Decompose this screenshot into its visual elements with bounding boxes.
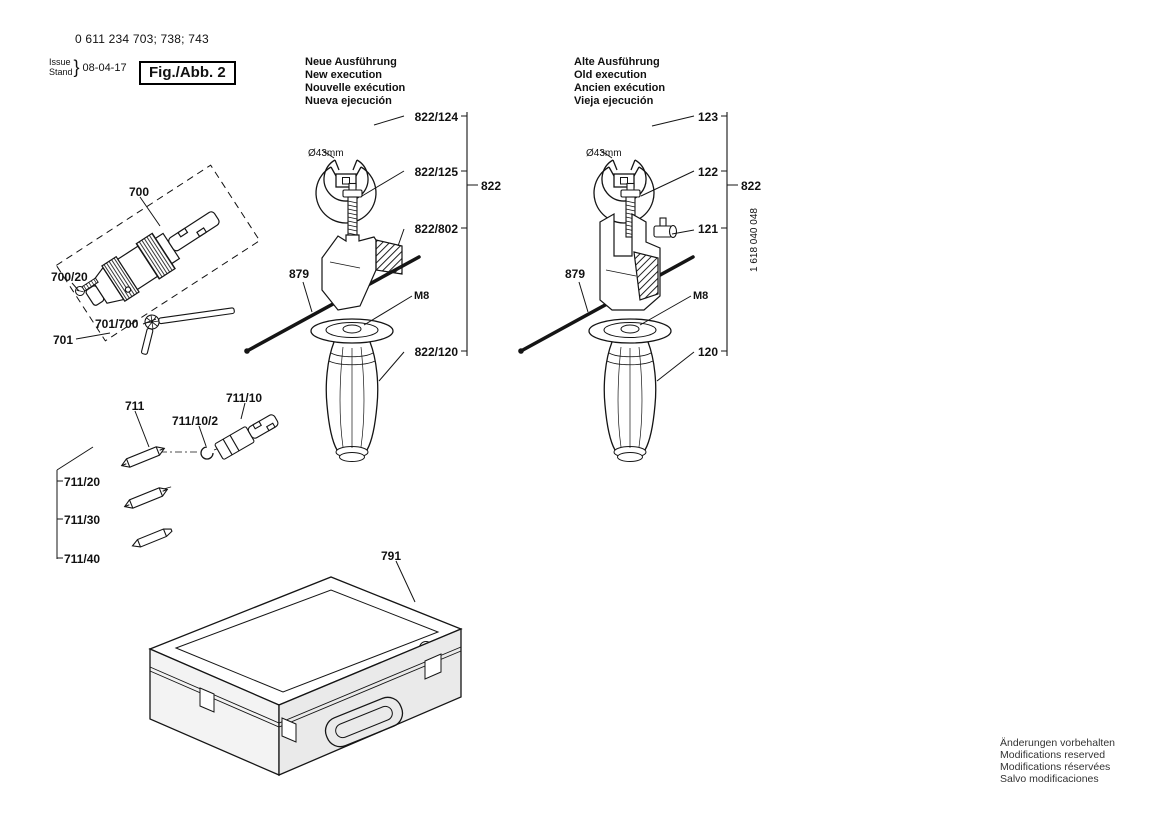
diameter-pointer-old <box>599 149 613 159</box>
part-label-chuck: 700 <box>129 185 150 199</box>
chuck-group <box>55 164 261 355</box>
bit-1-illustration <box>119 443 167 471</box>
new-execution-es: Nueva ejecución <box>305 95 392 107</box>
bit-set-group <box>56 414 279 559</box>
old-execution-en: Old execution <box>574 69 647 81</box>
chuck-dashed-frame <box>55 164 261 342</box>
diameter-label-new: Ø43mm <box>308 148 344 159</box>
modifications-fr: Modifications réservées <box>1000 761 1111 773</box>
modifications-notice: Änderungen vorbehalten Modifications res… <box>1000 737 1115 785</box>
part-label-thread-old: M8 <box>693 290 709 302</box>
modifications-en: Modifications reserved <box>1000 749 1106 761</box>
old-handle-group <box>518 112 738 463</box>
part-label-handle-order-number: 1 618 040 048 <box>749 208 760 272</box>
part-label-clamp-band-new: 822/124 <box>414 110 458 124</box>
modifications-de: Änderungen vorbehalten <box>1000 737 1116 749</box>
part-label-grip-old: 120 <box>697 345 718 359</box>
part-label-aux-handle-old: 822 <box>741 179 762 193</box>
bit-set-bracket <box>56 446 94 559</box>
part-label-chuck-key: 701/700 <box>95 317 139 331</box>
old-execution-de: Alte Ausführung <box>574 56 660 68</box>
old-execution-fr: Ancien exécution <box>574 82 666 94</box>
part-label-carrying-case: 791 <box>381 549 402 563</box>
clamp-body-new-illustration <box>321 234 403 311</box>
clamp-body-old-illustration <box>599 212 661 311</box>
diameter-pointer-new <box>321 149 335 159</box>
stand-label: Stand <box>49 66 73 77</box>
part-label-clamp-nut-old: 121 <box>697 222 718 236</box>
chuck-key-illustration <box>140 307 235 355</box>
part-label-bit-3: 711/40 <box>64 552 101 566</box>
new-execution-header: Neue Ausführung New execution Nouvelle e… <box>305 56 405 108</box>
part-label-retaining-ring: 711/10/2 <box>172 414 219 428</box>
bit-2-illustration <box>122 484 170 512</box>
chuck-screw-illustration <box>75 277 99 296</box>
depth-rod-new-tip <box>244 348 250 354</box>
new-handle-group <box>71 112 478 603</box>
figure-label: Fig./Abb. 2 <box>139 61 236 85</box>
part-label-chuck-screw: 700/20 <box>51 270 88 284</box>
part-label-grip-new: 822/120 <box>414 345 458 359</box>
document-number: 0 611 234 703; 738; 743 <box>75 32 209 46</box>
new-execution-en: New execution <box>305 69 383 81</box>
bit-holder-illustration <box>214 414 279 460</box>
depth-rod-old-tip <box>518 348 524 354</box>
old-execution-es: Vieja ejecución <box>574 95 654 107</box>
issue-label: Issue <box>49 57 71 67</box>
issue-stand-block: Issue Stand } 08-04-17 <box>49 57 127 78</box>
bit-3-illustration <box>131 528 173 548</box>
bracket-old-822 <box>721 112 738 356</box>
case-illustration <box>148 576 463 776</box>
part-label-depth-rod-new: 879 <box>289 267 310 281</box>
chuck-illustration <box>85 211 220 306</box>
clamp-nut-old-illustration <box>653 217 678 239</box>
part-label-clamp-body-new: 822/802 <box>414 222 458 236</box>
clamp-screw-new-illustration <box>342 182 363 238</box>
modifications-es: Salvo modificaciones <box>1000 773 1099 785</box>
diameter-label-old: Ø43mm <box>586 148 622 159</box>
brace-glyph: } <box>73 57 80 77</box>
new-execution-fr: Nouvelle exécution <box>305 82 406 94</box>
case-handle <box>324 696 404 748</box>
grip-new-illustration <box>310 318 394 463</box>
old-execution-header: Alte Ausführung Old execution Ancien exé… <box>574 56 665 108</box>
part-label-clamp-band-old: 123 <box>697 110 718 124</box>
part-label-chuck-key-group: 701 <box>53 333 74 347</box>
bracket-new-822 <box>461 112 478 356</box>
retaining-ring-illustration <box>200 446 214 460</box>
part-label-thread-new: M8 <box>414 290 430 302</box>
grip-old-illustration <box>588 318 672 463</box>
part-label-aux-handle-new: 822 <box>481 179 502 193</box>
part-label-bit-holder: 711/10 <box>226 391 263 405</box>
leader-lines-old <box>578 115 695 382</box>
part-label-depth-rod-old: 879 <box>565 267 586 281</box>
part-label-bit-set: 711 <box>125 399 145 413</box>
leader-lines <box>71 115 416 603</box>
issue-date: 08-04-17 <box>82 61 127 74</box>
new-execution-de: Neue Ausführung <box>305 56 397 68</box>
part-label-clamp-screw-old: 122 <box>697 165 718 179</box>
part-label-bit-1: 711/20 <box>64 475 101 489</box>
part-label-bit-2: 711/30 <box>64 513 101 527</box>
part-label-clamp-screw-new: 822/125 <box>414 165 458 179</box>
